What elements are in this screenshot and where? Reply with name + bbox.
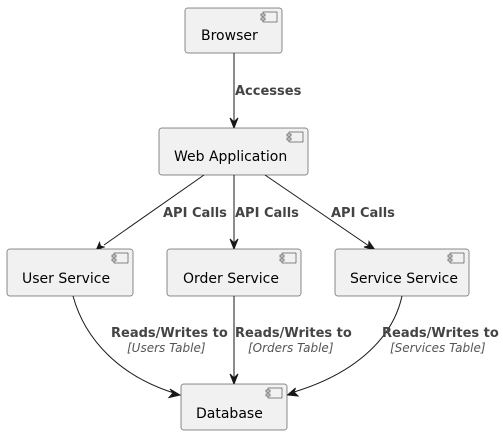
- node-label-service-service: Service Service: [350, 271, 458, 287]
- edge-webapp-user-service: [95, 174, 205, 251]
- node-database[interactable]: Database: [180, 383, 288, 431]
- edge-sublabel-services-table: [Services Table]: [390, 341, 486, 355]
- edge-label-api-calls-service: API Calls: [331, 206, 395, 221]
- component-icon: [447, 252, 465, 264]
- edge-label-api-calls-user: API Calls: [163, 206, 227, 221]
- edge-order-service-database: [229, 296, 239, 386]
- edge-service-service-database: [286, 295, 403, 397]
- node-label-database: Database: [196, 406, 263, 422]
- edge-user-service-database: [72, 295, 182, 399]
- node-label-web-application: Web Application: [174, 149, 287, 165]
- node-label-user-service: User Service: [22, 271, 110, 287]
- edge-label-accesses: Accesses: [235, 84, 302, 99]
- component-icon: [279, 252, 297, 264]
- component-icon: [111, 252, 129, 264]
- edge-label-rw-order: Reads/Writes to: [235, 326, 352, 341]
- edge-label-rw-user: Reads/Writes to: [111, 326, 228, 341]
- edge-label-rw-service: Reads/Writes to: [382, 326, 499, 341]
- component-icon: [265, 387, 283, 399]
- node-order-service[interactable]: Order Service: [166, 248, 302, 297]
- edge-webapp-order-service: [229, 175, 239, 251]
- node-browser[interactable]: Browser: [184, 7, 283, 54]
- edge-sublabel-users-table: [Users Table]: [127, 341, 206, 355]
- node-web-application[interactable]: Web Application: [158, 127, 309, 176]
- component-icon: [286, 131, 304, 143]
- node-user-service[interactable]: User Service: [6, 248, 134, 297]
- node-label-browser: Browser: [201, 28, 258, 44]
- edge-label-api-calls-order: API Calls: [235, 206, 299, 221]
- edge-sublabel-orders-table: [Orders Table]: [248, 341, 334, 355]
- edge-browser-webapp: [229, 53, 239, 130]
- node-label-order-service: Order Service: [183, 271, 279, 287]
- component-icon: [260, 11, 278, 23]
- node-service-service[interactable]: Service Service: [334, 248, 470, 297]
